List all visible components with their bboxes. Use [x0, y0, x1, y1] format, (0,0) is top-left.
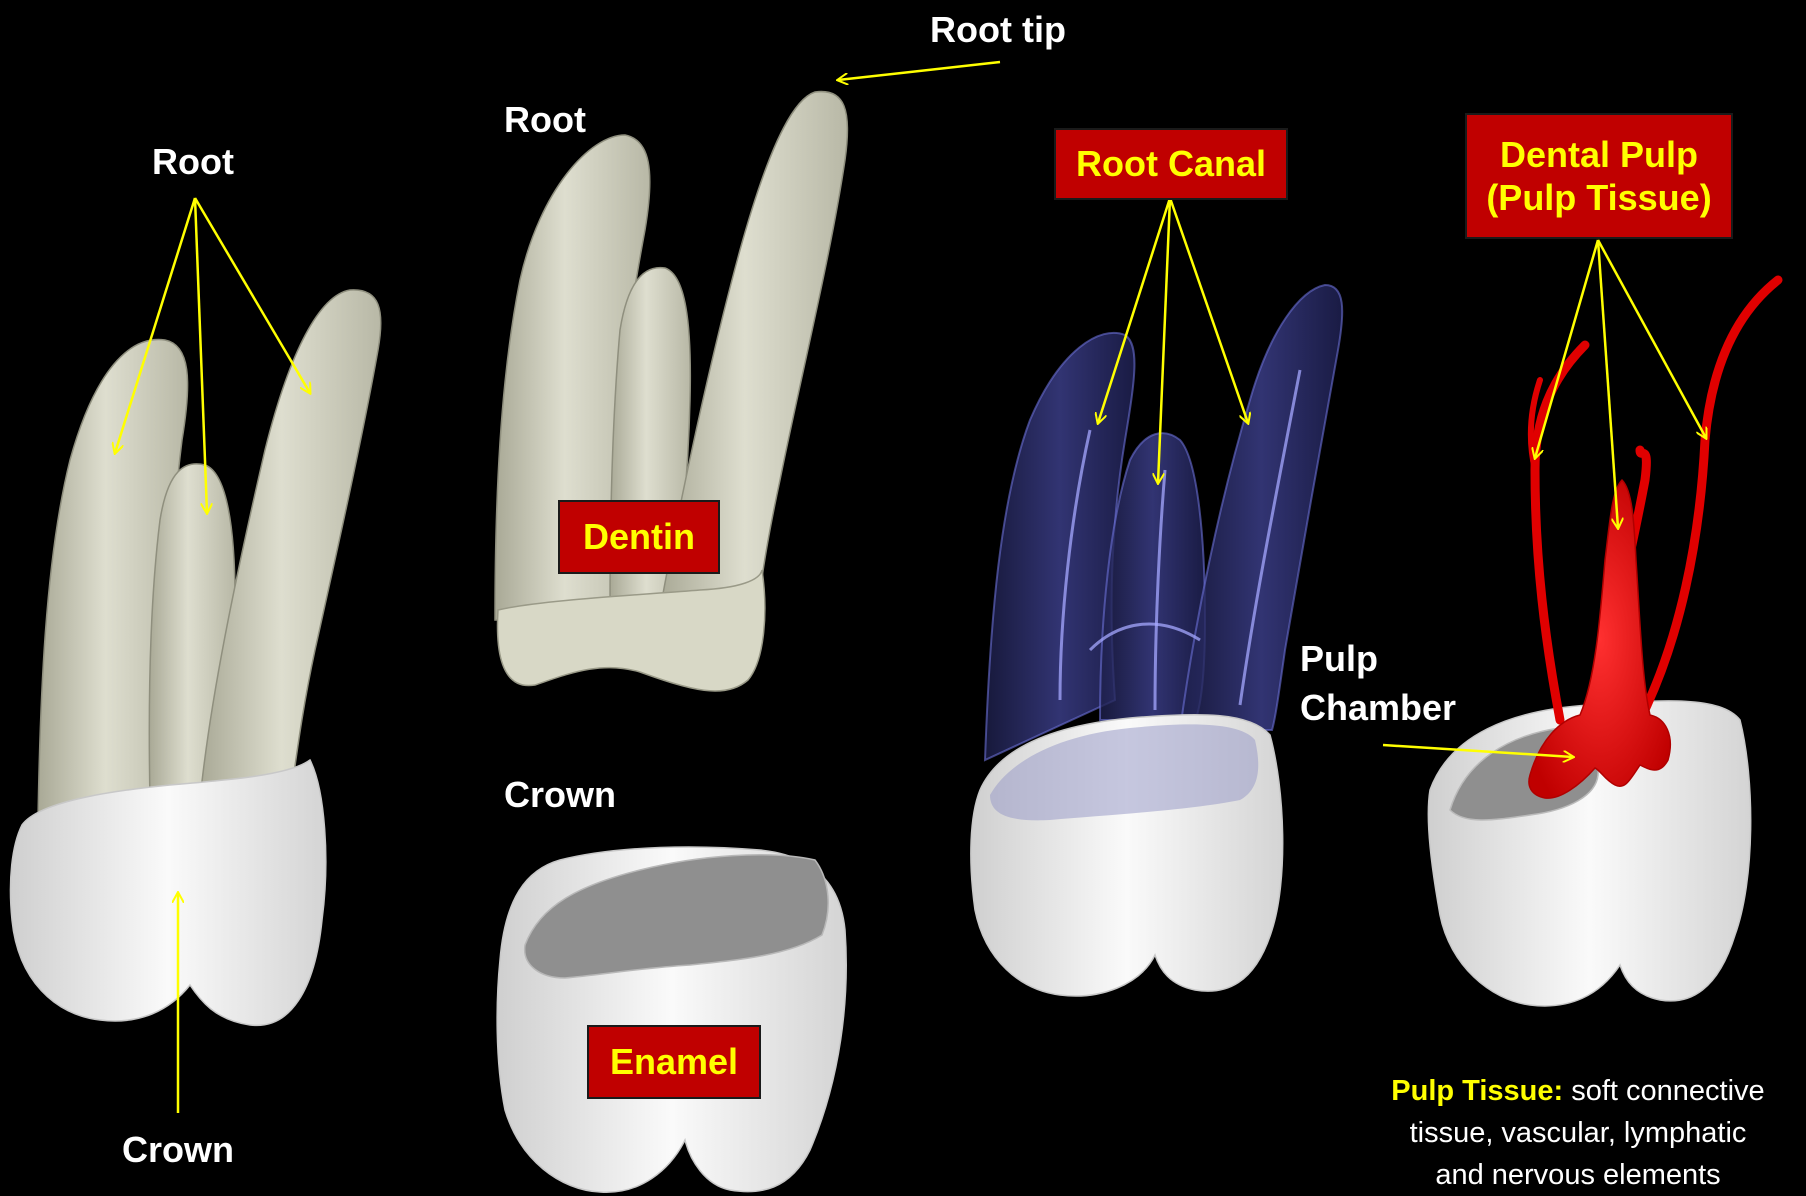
- pulp-chamber-line1: Pulp: [1300, 635, 1456, 684]
- note-line2: tissue, vascular, lymphatic: [1355, 1112, 1801, 1154]
- enamel-model: [497, 847, 846, 1192]
- panel2-crown-label: Crown: [504, 773, 616, 816]
- note-line1-rest: soft connective: [1563, 1075, 1765, 1107]
- root-canal-label-box: Root Canal: [1054, 128, 1288, 200]
- dental-pulp-label-box: Dental Pulp (Pulp Tissue): [1465, 113, 1733, 239]
- panel2-root-label: Root: [504, 98, 586, 141]
- dental-pulp-model: [1428, 280, 1778, 1006]
- panel1-root-label: Root: [152, 140, 234, 183]
- enamel-label-box: Enamel: [587, 1025, 761, 1099]
- pulp-chamber-label: Pulp Chamber: [1300, 635, 1456, 732]
- note-line3: and nervous elements: [1355, 1154, 1801, 1196]
- root-tip-label: Root tip: [930, 8, 1066, 51]
- dental-pulp-line2: (Pulp Tissue): [1486, 176, 1711, 219]
- whole-tooth: [10, 290, 380, 1026]
- tooth-roots: [38, 290, 381, 820]
- note-line1: Pulp Tissue: soft connective: [1355, 1070, 1801, 1112]
- panel1-crown-label: Crown: [122, 1128, 234, 1171]
- pulp-chamber-line2: Chamber: [1300, 684, 1456, 733]
- root-canal-model: [971, 285, 1342, 996]
- dentin-model: [495, 92, 847, 691]
- dental-pulp-line1: Dental Pulp: [1500, 133, 1698, 176]
- pulp-tissue-note: Pulp Tissue: soft connective tissue, vas…: [1355, 1070, 1801, 1196]
- note-term: Pulp Tissue:: [1391, 1075, 1563, 1107]
- dentin-label-box: Dentin: [558, 500, 720, 574]
